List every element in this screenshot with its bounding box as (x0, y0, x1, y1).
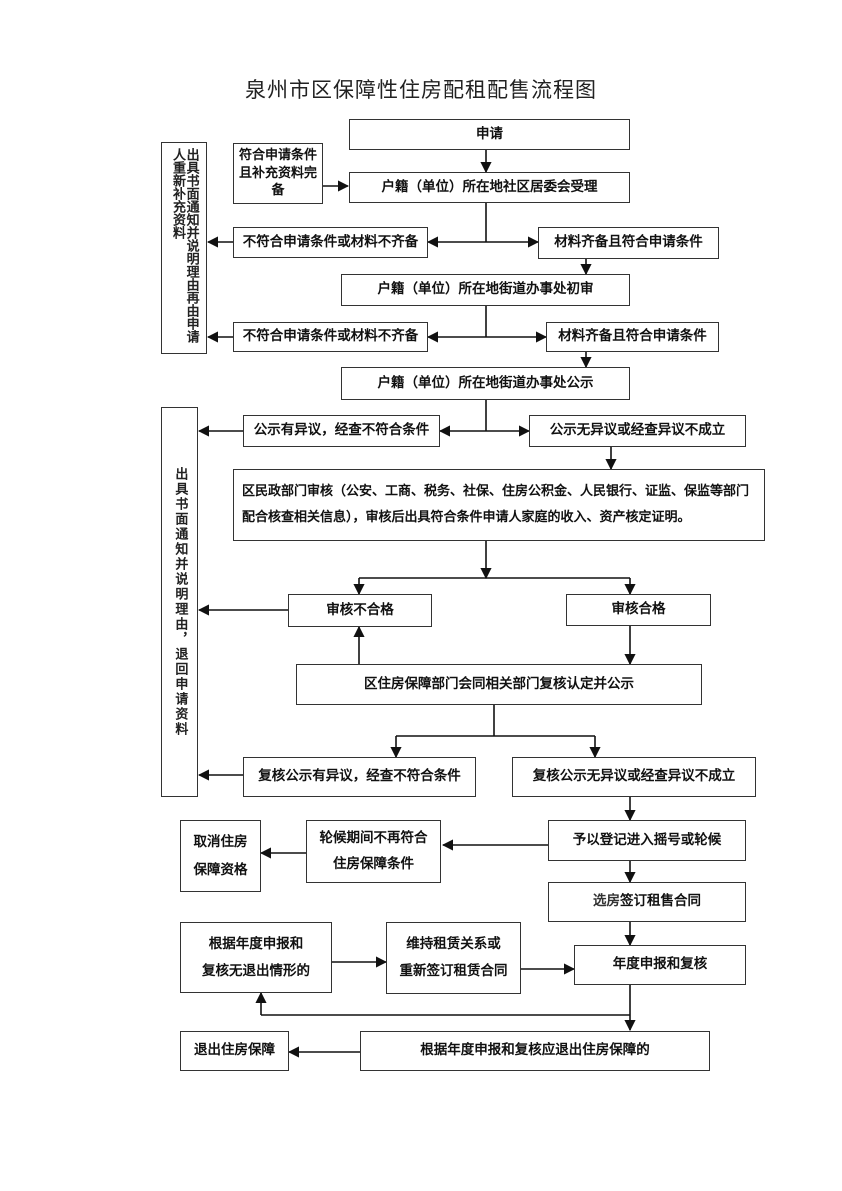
node-street-publicity: 户籍（单位）所在地街道办事处公示 (341, 367, 630, 400)
node-publicity-objection: 公示有异议，经查不符合条件 (243, 415, 440, 447)
node-annual-exit: 根据年度申报和复核应退出住房保障的 (360, 1031, 710, 1071)
node-waiting-ineligible: 轮候期间不再符合 住房保障条件 (306, 820, 441, 883)
node-recheck-no-objection: 复核公示无异议或经查异议不成立 (512, 757, 756, 797)
node-maintain-line1: 维持租赁关系或 (406, 936, 501, 952)
node-street-first-review: 户籍（单位）所在地街道办事处初审 (341, 274, 630, 306)
node-annual-no-exit: 根据年度申报和 复核无退出情形的 (180, 922, 332, 993)
side-note-return: 出具书面通知并说明理由，退回申请资料 (161, 407, 198, 797)
node-cancel-line1: 取消住房 (193, 833, 248, 850)
node-cancel-eligibility: 取消住房 保障资格 (180, 820, 261, 892)
node-choose-house: 选房签订租售合同 (548, 882, 746, 922)
node-choose-house-prefix: 选房 (593, 893, 620, 910)
node-publicity-no-objection: 公示无异议或经查异议不成立 (529, 415, 746, 447)
node-supplement: 符合申请条件且补充资料完备 (233, 143, 323, 204)
node-maintain-line2: 重新签订租赁合同 (399, 963, 508, 979)
side-note-resubmit: 出具书面通知并说明理由再由申请人重新补充资料 (161, 142, 207, 354)
side-note-return-text: 出具书面通知并说明理由，退回申请资料 (172, 467, 188, 737)
node-annual-no-exit-line1: 根据年度申报和 (208, 935, 304, 952)
node-exit-housing: 退出住房保障 (180, 1031, 289, 1071)
node-street-reject: 不符合申请条件或材料不齐备 (233, 322, 428, 352)
page-title: 泉州市区保障性住房配租配售流程图 (245, 78, 597, 102)
node-community-accept: 户籍（单位）所在地社区居委会受理 (349, 172, 630, 203)
node-waiting-line2: 住房保障条件 (333, 855, 414, 872)
node-community-reject: 不符合申请条件或材料不齐备 (233, 227, 428, 258)
node-housing-recheck: 区住房保障部门会同相关部门复核认定并公示 (296, 664, 702, 705)
node-review-pass: 审核合格 (566, 594, 711, 626)
node-choose-house-bold: 签订租售合同 (620, 893, 701, 910)
node-register: 予以登记进入摇号或轮候 (548, 820, 746, 861)
node-annual-no-exit-line2: 复核无退出情形的 (202, 962, 310, 979)
node-waiting-line1: 轮候期间不再符合 (319, 829, 428, 846)
node-recheck-objection: 复核公示有异议，经查不符合条件 (243, 757, 476, 797)
node-annual-declare: 年度申报和复核 (574, 945, 746, 985)
node-civil-review: 区民政部门审核（公安、工商、税务、社保、住房公积金、人民银行、证监、保监等部门配… (233, 469, 765, 541)
node-apply: 申请 (349, 119, 630, 150)
node-review-fail: 审核不合格 (288, 594, 432, 627)
node-street-pass: 材料齐备且符合申请条件 (546, 322, 719, 352)
node-maintain-lease: 维持租赁关系或 重新签订租赁合同 (386, 922, 521, 994)
side-note-resubmit-text: 出具书面通知并说明理由再由申请人重新补充资料 (170, 148, 199, 343)
node-community-pass: 材料齐备且符合申请条件 (538, 227, 719, 259)
node-cancel-line2: 保障资格 (193, 862, 248, 878)
